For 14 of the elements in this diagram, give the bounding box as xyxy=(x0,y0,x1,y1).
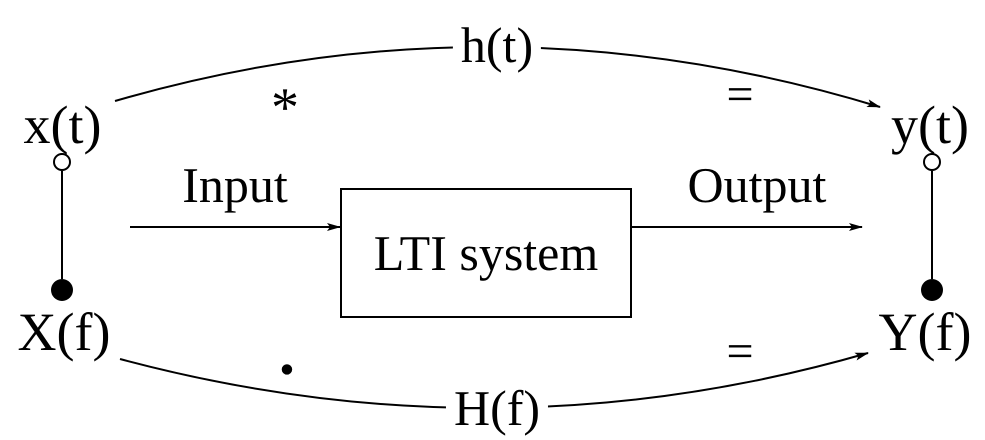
arrow xyxy=(632,223,863,231)
operator-symbol: = xyxy=(726,328,754,376)
signal-label: X(f) xyxy=(8,302,120,362)
signal-label: x(t) xyxy=(10,95,115,155)
operator-symbol: • xyxy=(279,348,295,392)
connector-line xyxy=(931,171,933,279)
arrow xyxy=(130,223,341,231)
signal-label: y(t) xyxy=(880,95,980,155)
operator-symbol: * xyxy=(271,80,299,136)
signal-label: Y(f) xyxy=(868,302,982,362)
arrow xyxy=(114,46,881,108)
connector-line xyxy=(61,171,63,279)
system-box: LTI system xyxy=(340,188,632,318)
operator-symbol: = xyxy=(726,71,754,119)
